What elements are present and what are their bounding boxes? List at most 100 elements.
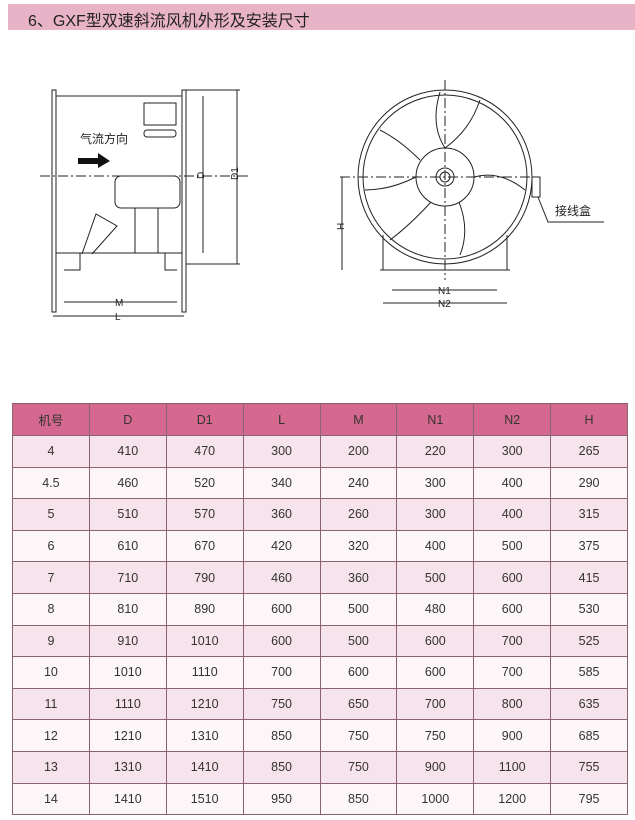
table-cell: 810 [88, 592, 167, 626]
table-cell: 600 [242, 624, 321, 658]
table-cell: 850 [319, 782, 398, 816]
table-cell: 5 [12, 498, 90, 531]
table-cell: 510 [88, 498, 167, 531]
table-cell: 1010 [88, 656, 167, 689]
table-cell: 850 [242, 750, 321, 784]
table-cell: 400 [396, 529, 475, 563]
table-cell: 750 [319, 750, 398, 784]
table-cell: 10 [12, 656, 90, 689]
table-cell: 1410 [165, 750, 244, 784]
front-view [340, 80, 604, 304]
table-cell: 420 [242, 529, 321, 563]
table-cell: 1410 [88, 782, 167, 816]
table-cell: 1110 [88, 687, 167, 721]
table-cell: 11 [12, 687, 90, 721]
dim-D: D [196, 172, 207, 179]
table-cell: 265 [550, 435, 628, 468]
section-title: 6、GXF型双速斜流风机外形及安装尺寸 [28, 13, 310, 30]
table-cell: 4 [12, 435, 90, 468]
dim-M: M [115, 298, 123, 309]
table-cell: 790 [165, 561, 244, 594]
table-cell: 900 [473, 719, 552, 752]
table-cell: 1110 [165, 656, 244, 689]
table-cell: 320 [319, 529, 398, 563]
table-cell: 650 [319, 687, 398, 721]
table-cell: 300 [396, 466, 475, 500]
table-cell: 600 [473, 561, 552, 594]
column-header: 机号 [12, 403, 90, 436]
table-cell: 315 [550, 498, 628, 531]
table-cell: 900 [396, 750, 475, 784]
table-cell: 480 [396, 592, 475, 626]
table-cell: 260 [319, 498, 398, 531]
table-cell: 4.5 [12, 466, 90, 500]
table-cell: 200 [319, 435, 398, 468]
table-cell: 1000 [396, 782, 475, 816]
column-header: N1 [396, 403, 475, 436]
table-cell: 1210 [165, 687, 244, 721]
table-cell: 890 [165, 592, 244, 626]
column-header: N2 [473, 403, 552, 436]
dim-N2: N2 [438, 299, 451, 310]
table-cell: 415 [550, 561, 628, 594]
table-cell: 710 [88, 561, 167, 594]
table-cell: 400 [473, 466, 552, 500]
dim-H: H [336, 223, 347, 230]
dim-L: L [115, 312, 121, 323]
table-cell: 300 [242, 435, 321, 468]
table-cell: 500 [319, 592, 398, 626]
table-cell: 950 [242, 782, 321, 816]
fan-outline-drawing: 气流方向 D D1 M L 接线盒 H N1 N2 [40, 80, 604, 323]
table-cell: 600 [473, 592, 552, 626]
table-cell: 13 [12, 750, 90, 784]
column-header: M [319, 403, 398, 436]
column-header: L [242, 403, 321, 436]
table-cell: 635 [550, 687, 628, 721]
table-cell: 520 [165, 466, 244, 500]
table-cell: 400 [473, 498, 552, 531]
table-cell: 500 [473, 529, 552, 563]
table-cell: 220 [396, 435, 475, 468]
table-cell: 600 [396, 624, 475, 658]
table-cell: 670 [165, 529, 244, 563]
dim-N1: N1 [438, 286, 451, 297]
table-cell: 700 [242, 656, 321, 689]
table-cell: 585 [550, 656, 628, 689]
table-cell: 460 [242, 561, 321, 594]
table-cell: 1510 [165, 782, 244, 816]
junction-box-label: 接线盒 [555, 203, 591, 218]
table-cell: 685 [550, 719, 628, 752]
table-cell: 290 [550, 466, 628, 500]
table-cell: 750 [396, 719, 475, 752]
side-view [40, 89, 250, 317]
table-cell: 610 [88, 529, 167, 563]
table-cell: 300 [473, 435, 552, 468]
table-cell: 240 [319, 466, 398, 500]
table-cell: 525 [550, 624, 628, 658]
table-cell: 360 [319, 561, 398, 594]
table-cell: 1210 [88, 719, 167, 752]
table-cell: 600 [242, 592, 321, 626]
table-cell: 410 [88, 435, 167, 468]
table-cell: 1100 [473, 750, 552, 784]
table-cell: 850 [242, 719, 321, 752]
table-cell: 6 [12, 529, 90, 563]
dim-D1: D1 [230, 167, 241, 180]
table-cell: 800 [473, 687, 552, 721]
airflow-label: 气流方向 [80, 131, 128, 146]
table-cell: 500 [319, 624, 398, 658]
table-cell: 300 [396, 498, 475, 531]
table-cell: 600 [319, 656, 398, 689]
table-cell: 500 [396, 561, 475, 594]
table-cell: 340 [242, 466, 321, 500]
table-cell: 600 [396, 656, 475, 689]
